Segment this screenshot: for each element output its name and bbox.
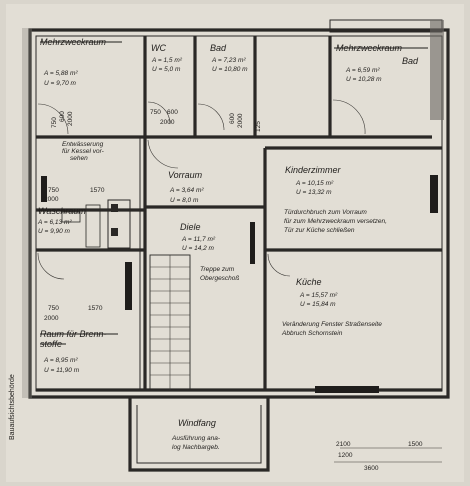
dimension-labels: 750 600 2000 750 600 2000 600 2000 125 7… [44, 109, 442, 472]
svg-text:Obergeschoß: Obergeschoß [200, 275, 239, 282]
window-marks [41, 175, 438, 393]
note-tuerdurchbruch: Türdurchbruch zum Vorraum für zum Mehrzw… [284, 209, 387, 234]
chimney-blocks [61, 199, 131, 249]
svg-text:Windfang: Windfang [178, 418, 216, 428]
svg-text:750: 750 [48, 187, 59, 194]
svg-text:Entwässerung: Entwässerung [62, 141, 104, 148]
svg-text:600: 600 [59, 111, 66, 122]
svg-text:750: 750 [48, 305, 59, 312]
svg-text:Abbruch Schornstein: Abbruch Schornstein [281, 330, 343, 337]
svg-text:3600: 3600 [364, 465, 379, 472]
svg-text:A = 1,5 m²: A = 1,5 m² [151, 57, 183, 64]
svg-text:2000: 2000 [160, 119, 175, 126]
paper-sheet [6, 4, 464, 482]
svg-text:U = 14,2 m: U = 14,2 m [182, 245, 215, 252]
svg-text:Bad: Bad [402, 56, 419, 66]
svg-text:U = 10,80 m: U = 10,80 m [212, 66, 248, 73]
note-windfang: Ausführung ana- log Nachbargeb. [171, 435, 221, 451]
svg-text:U = 11,90 m: U = 11,90 m [44, 367, 80, 374]
svg-text:A = 6,59 m²: A = 6,59 m² [345, 67, 380, 74]
svg-text:A = 7,23 m²: A = 7,23 m² [211, 57, 246, 64]
svg-text:Tür zur Küche schließen: Tür zur Küche schließen [284, 227, 355, 234]
svg-text:A = 6,13 m²: A = 6,13 m² [37, 219, 72, 226]
room-mehrzweck-label: Mehrzweckraum A = 5,88 m² U = 9,70 m [40, 37, 122, 87]
svg-text:für zum Mehrzweckraum versetze: für zum Mehrzweckraum versetzen, [284, 218, 387, 225]
svg-text:1200: 1200 [338, 452, 353, 459]
room-vorraum-label: Vorraum A = 3,64 m² U = 8,0 m [168, 170, 204, 204]
room-waschraum-label: Waschraum A = 6,13 m² U = 9,90 m [37, 206, 86, 235]
svg-text:U = 9,90 m: U = 9,90 m [38, 228, 71, 235]
svg-text:A = 5,88 m²: A = 5,88 m² [43, 70, 78, 77]
svg-text:Veränderung Fenster Straßensei: Veränderung Fenster Straßenseite [282, 321, 382, 328]
svg-text:2100: 2100 [336, 441, 351, 448]
svg-text:U = 9,70 m: U = 9,70 m [44, 80, 77, 87]
room-brennstoffe-label: Raum für Brenn- stoffe A = 8,95 m² U = 1… [40, 329, 118, 374]
room-windfang-label: Windfang [178, 418, 216, 428]
svg-text:750: 750 [51, 117, 58, 128]
svg-text:1500: 1500 [408, 441, 423, 448]
note-entwaesserung: Entwässerung für Kessel vor- sehen [62, 141, 105, 162]
svg-text:für Kessel vor-: für Kessel vor- [62, 148, 105, 155]
svg-text:Treppe zum: Treppe zum [200, 266, 235, 273]
note-treppe: Treppe zum Obergeschoß [200, 266, 239, 282]
svg-text:U = 5,0 m: U = 5,0 m [152, 66, 181, 73]
room-diele-label: Diele A = 11,7 m² U = 14,2 m [180, 222, 216, 252]
svg-text:Türdurchbruch zum Vorraum: Türdurchbruch zum Vorraum [284, 209, 367, 216]
svg-text:A = 8,95 m²: A = 8,95 m² [43, 357, 78, 364]
svg-text:Vorraum: Vorraum [168, 170, 203, 180]
svg-text:A = 11,7 m²: A = 11,7 m² [181, 236, 216, 243]
svg-text:sehen: sehen [70, 155, 88, 162]
room-bad-label: Bad A = 7,23 m² U = 10,80 m [210, 43, 248, 73]
svg-text:A = 10,15 m²: A = 10,15 m² [295, 180, 334, 187]
note-fenster: Veränderung Fenster Straßenseite Abbruch… [281, 321, 382, 337]
svg-text:2000: 2000 [237, 113, 244, 128]
outer-walls [22, 19, 450, 399]
svg-text:1570: 1570 [88, 305, 103, 312]
svg-text:U = 13,32 m: U = 13,32 m [296, 189, 332, 196]
room-top-right-label: Mehrzweckraum Bad A = 6,59 m² U = 10,28 … [334, 43, 428, 83]
staircase [149, 254, 191, 391]
svg-text:Bauaufsichtsbehörde: Bauaufsichtsbehörde [9, 374, 16, 440]
room-kinderzimmer-label: Kinderzimmer A = 10,15 m² U = 13,32 m [285, 165, 342, 196]
svg-text:WC: WC [151, 43, 166, 53]
svg-text:log Nachbargeb.: log Nachbargeb. [172, 444, 220, 451]
svg-text:U = 8,0 m: U = 8,0 m [170, 197, 199, 204]
svg-text:2000: 2000 [44, 196, 59, 203]
svg-text:125: 125 [255, 121, 262, 132]
room-kueche-label: Küche A = 15,57 m² U = 15,84 m [296, 277, 338, 308]
svg-text:750: 750 [150, 109, 161, 116]
svg-text:Bad: Bad [210, 43, 227, 53]
door-swings [37, 99, 366, 280]
side-stamp: Bauaufsichtsbehörde [9, 374, 16, 440]
svg-text:U = 10,28 m: U = 10,28 m [346, 76, 382, 83]
svg-text:2000: 2000 [67, 111, 74, 126]
svg-text:600: 600 [167, 109, 178, 116]
svg-text:A = 3,64 m²: A = 3,64 m² [169, 187, 204, 194]
svg-text:Küche: Küche [296, 277, 322, 287]
svg-text:1570: 1570 [90, 187, 105, 194]
svg-text:A = 15,57 m²: A = 15,57 m² [299, 292, 338, 299]
svg-text:U = 15,84 m: U = 15,84 m [300, 301, 336, 308]
svg-text:Kinderzimmer: Kinderzimmer [285, 165, 342, 175]
svg-text:2000: 2000 [44, 315, 59, 322]
svg-text:600: 600 [229, 113, 236, 124]
room-wc-label: WC A = 1,5 m² U = 5,0 m [151, 43, 183, 73]
svg-text:Diele: Diele [180, 222, 201, 232]
svg-text:Ausführung ana-: Ausführung ana- [171, 435, 221, 442]
